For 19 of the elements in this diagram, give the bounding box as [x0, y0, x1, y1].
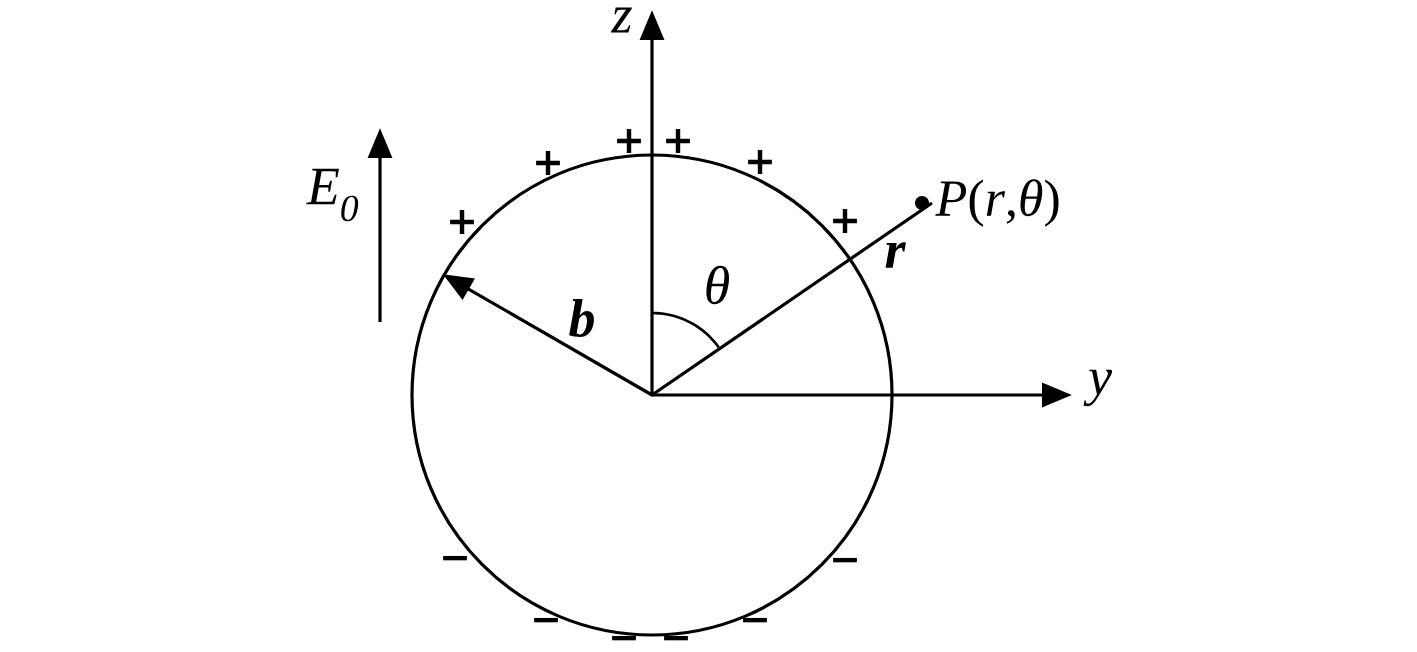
plus-sign: +: [617, 129, 641, 153]
minus-sign: −: [612, 635, 636, 641]
edge-label: r: [883, 241, 907, 269]
plus-sign: +: [833, 209, 857, 233]
point-label: P(r,θ): [915, 179, 1059, 227]
minus-sign: −: [743, 617, 767, 623]
plus-sign: +: [666, 129, 690, 153]
edge-label: b: [567, 297, 597, 339]
plus-sign: +: [748, 150, 772, 174]
minus-sign: −: [833, 557, 857, 563]
plus-sign: +: [536, 151, 560, 175]
minus-sign: −: [443, 555, 467, 561]
plus-sign: +: [450, 210, 474, 234]
axis-label: y: [1083, 369, 1112, 407]
angle-label: θ: [706, 265, 729, 305]
minus-sign: −: [664, 635, 688, 641]
minus-sign: −: [534, 617, 558, 623]
axis-label: z: [610, 7, 632, 33]
field-label: E$_{0}$: [306, 168, 359, 222]
